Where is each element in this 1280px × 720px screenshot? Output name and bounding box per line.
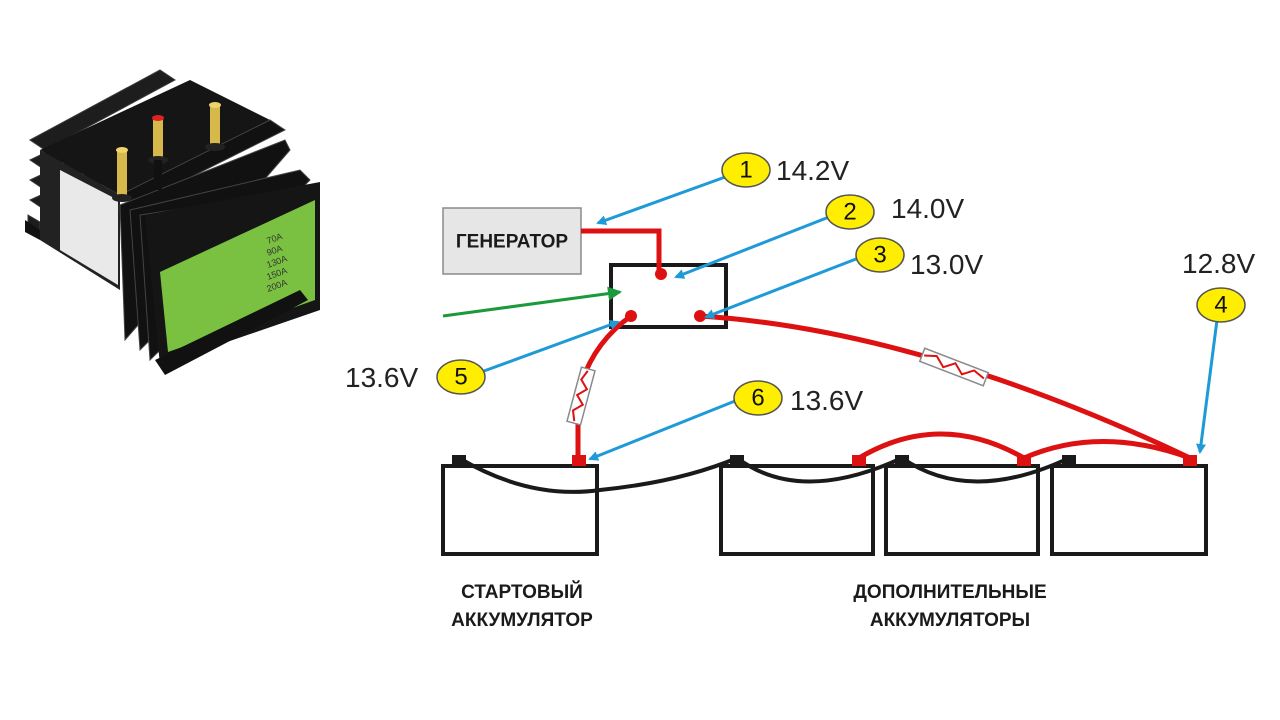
badge-3-number: 3: [873, 242, 886, 269]
voltage-point-3: 13.0V: [910, 249, 983, 280]
battery-isolator-illustration: 70A 90A 130A 150A 200A: [25, 69, 320, 375]
fuse-auxiliary: [918, 347, 990, 387]
input-arrow: [442, 286, 622, 318]
isolator-body-shine: [60, 170, 118, 285]
negative-wires: [457, 456, 1070, 494]
pointer-arrows: [483, 174, 1219, 461]
voltage-point-4: 12.8V: [1182, 248, 1255, 279]
battery-aux-2: [884, 455, 1040, 556]
isolator-output-a-terminal: [625, 310, 637, 322]
battery-aux-3: [1050, 455, 1208, 556]
terminal-right: [205, 102, 225, 151]
aux-caption-line1: ДОПОЛНИТЕЛЬНЫЕ: [853, 582, 1046, 603]
generator-label: ГЕНЕРАТОР: [456, 232, 569, 253]
voltage-point-2: 14.0V: [891, 193, 964, 224]
badge-2-number: 2: [843, 199, 856, 226]
isolator-input-terminal: [655, 268, 667, 280]
isolator-output-b-terminal: [694, 310, 706, 322]
badge-4: 4: [1196, 287, 1246, 323]
badge-1-number: 1: [739, 157, 752, 184]
aux-caption-line2: АККУМУЛЯТОРЫ: [870, 610, 1030, 631]
badge-3: 3: [855, 237, 905, 273]
mounting-foot-left: [25, 220, 40, 240]
badge-2: 2: [825, 194, 875, 230]
mounting-foot-right: [155, 290, 308, 375]
badge-5: 5: [436, 359, 486, 395]
isolator-green-label: [160, 200, 315, 352]
generator: ГЕНЕРАТОР: [442, 207, 582, 275]
voltage-point-6: 13.6V: [790, 385, 863, 416]
badge-1: 1: [721, 152, 771, 188]
terminal-left: [112, 147, 132, 202]
fuse-starter: [566, 366, 596, 426]
voltage-point-5: 13.6V: [345, 362, 418, 393]
badge-5-number: 5: [454, 364, 467, 391]
starter-caption-line2: АККУМУЛЯТОР: [451, 610, 593, 631]
badge-6: 6: [733, 380, 783, 416]
battery-aux-1: [719, 455, 875, 556]
voltage-point-1: 14.2V: [776, 155, 849, 186]
badge-4-number: 4: [1214, 292, 1227, 319]
badge-6-number: 6: [751, 385, 764, 412]
starter-caption-line1: СТАРТОВЫЙ: [461, 581, 583, 603]
battery-starter: [441, 455, 599, 556]
terminal-center: [148, 115, 168, 190]
